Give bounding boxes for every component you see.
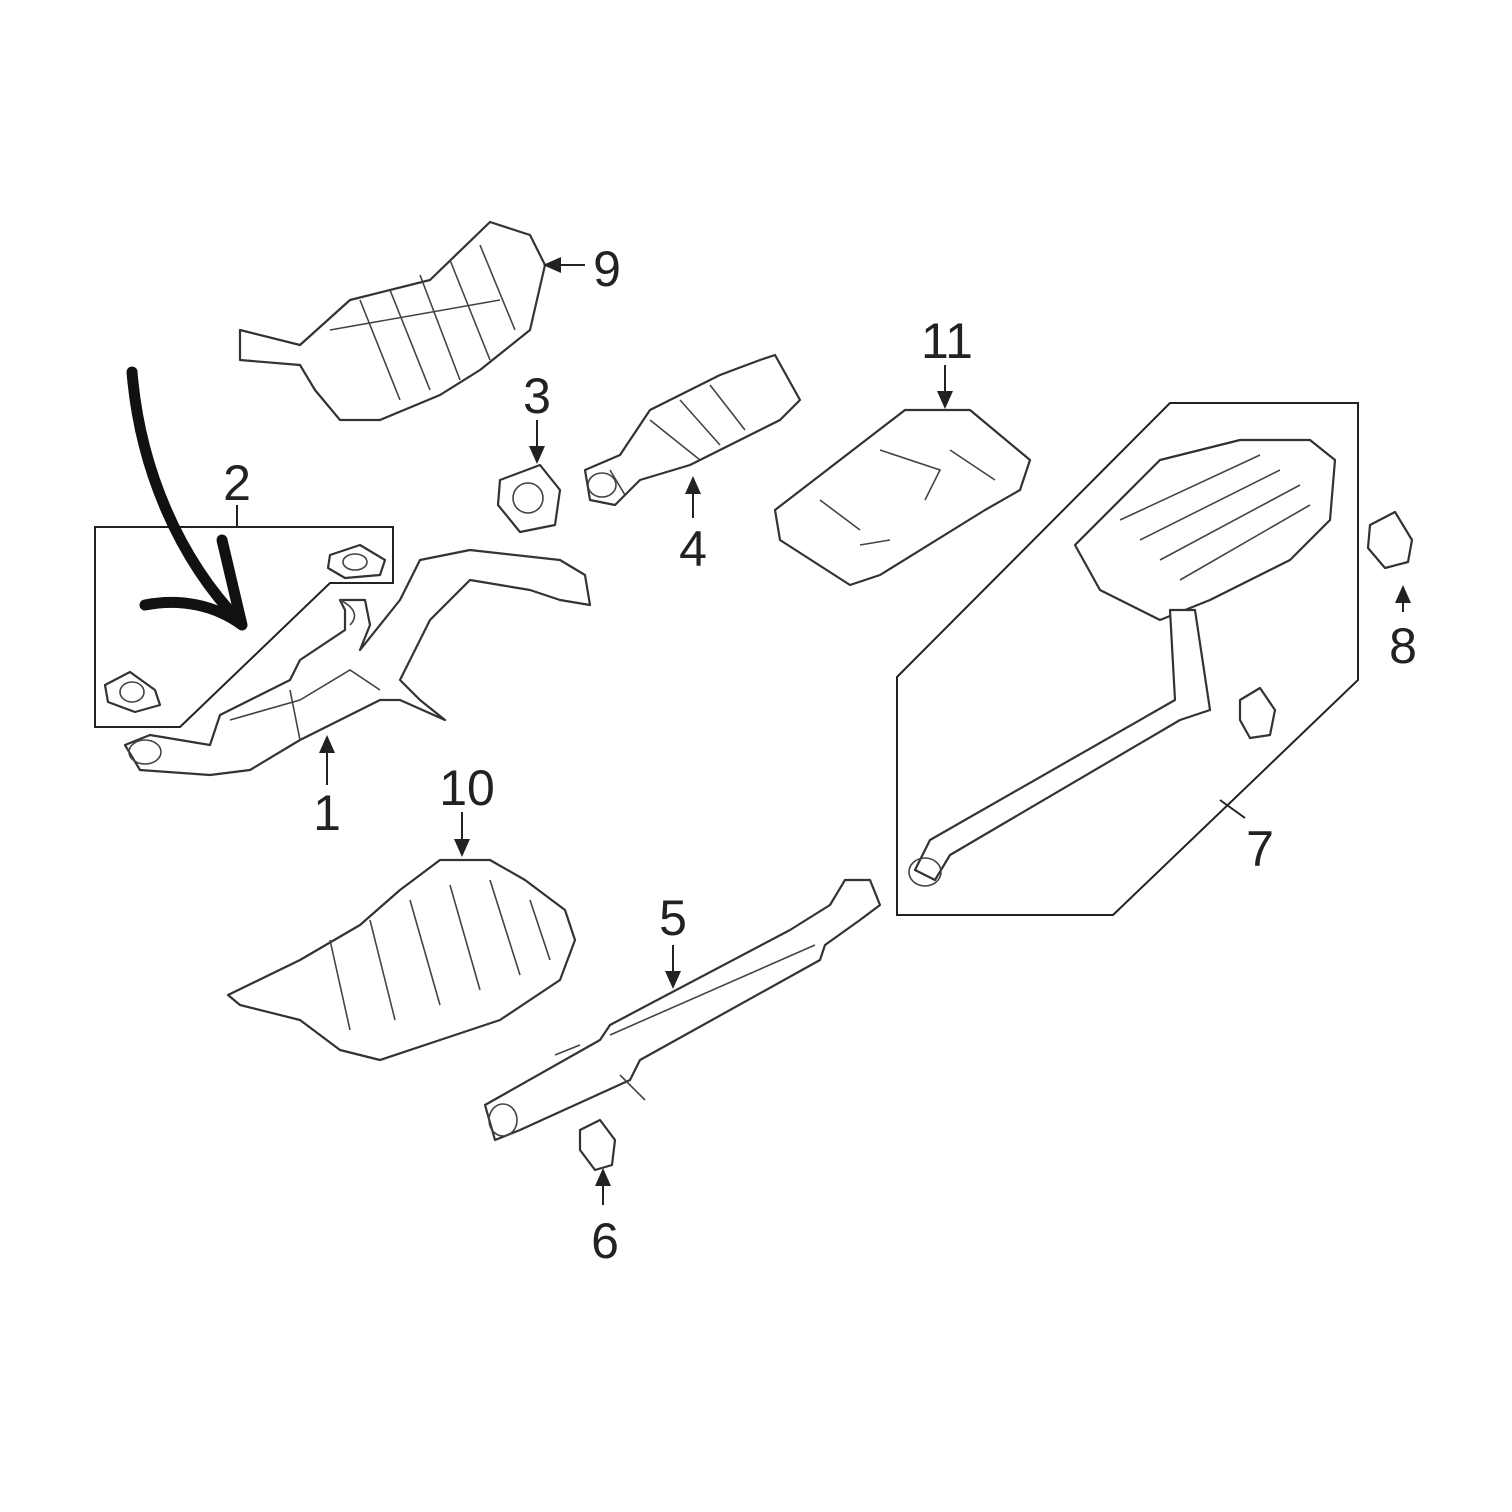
part-11-heat-shield[interactable] — [773, 408, 1032, 587]
callout-7: 7 — [1246, 821, 1274, 877]
part-7-muffler-assembly[interactable] — [896, 402, 1359, 916]
callout-3: 3 — [523, 368, 551, 424]
callout-11: 11 — [921, 313, 973, 369]
callout-10: 10 — [439, 760, 495, 816]
part-4-catalytic-converter[interactable] — [583, 353, 802, 507]
leader-lines — [236, 257, 1411, 1205]
callout-9: 9 — [593, 241, 621, 297]
annotation-arrow-icon — [126, 366, 248, 631]
callout-8: 8 — [1389, 618, 1417, 674]
callout-4: 4 — [679, 521, 707, 577]
callout-6: 6 — [591, 1213, 619, 1269]
part-5-center-pipe[interactable] — [483, 878, 882, 1142]
part-3-gasket[interactable] — [496, 463, 562, 534]
callout-5: 5 — [659, 890, 687, 946]
callout-1: 1 — [313, 785, 341, 841]
callout-2: 2 — [223, 455, 251, 511]
part-6-hanger[interactable] — [578, 1118, 617, 1172]
part-10-heat-shield[interactable] — [226, 858, 577, 1062]
part-1-front-pipe[interactable] — [123, 548, 592, 777]
part-8-hanger[interactable] — [1366, 510, 1414, 570]
part-2-gasket-set[interactable] — [94, 526, 394, 728]
part-9-heat-shield[interactable] — [238, 220, 547, 422]
